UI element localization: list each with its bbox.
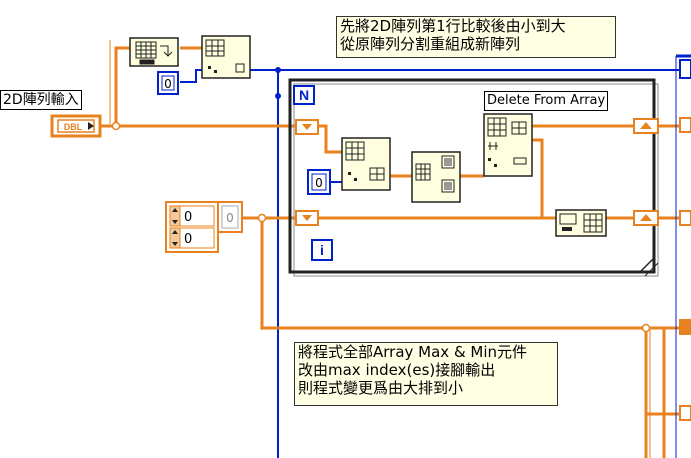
- numeric-control-value-2: 0: [184, 232, 192, 247]
- numeric-array-control[interactable]: 0 0: [165, 201, 219, 253]
- delete-from-array-label: Delete From Array: [484, 91, 609, 111]
- wire-junction: [257, 213, 267, 223]
- index-display-value: 0: [226, 211, 234, 225]
- constant-zero-inner-value: 0: [315, 176, 323, 190]
- constant-zero-top[interactable]: 0: [157, 71, 179, 95]
- loop-count-label: N: [299, 87, 309, 103]
- index-display[interactable]: 0: [217, 201, 243, 233]
- dbl-terminal-label: DBL: [64, 122, 83, 132]
- wire-junction: [275, 93, 281, 99]
- loop-iteration-label: i: [320, 242, 324, 258]
- integer-wires: [180, 69, 691, 458]
- delete-from-array-node[interactable]: [483, 113, 533, 177]
- loop-iteration-terminal[interactable]: i: [311, 239, 333, 261]
- shift-register-left-top[interactable]: [295, 119, 319, 135]
- outer-loop-frame: [675, 54, 691, 458]
- array-build-node[interactable]: [129, 37, 179, 67]
- for-loop[interactable]: [288, 78, 659, 277]
- array-max-min-node[interactable]: [411, 151, 461, 203]
- constant-zero-top-value: 0: [164, 77, 172, 91]
- shift-register-right-bottom[interactable]: [633, 210, 659, 226]
- note-top: 先將2D陣列第1行比較後由小到大 從原陣列分割重組成新陣列: [336, 16, 616, 58]
- numeric-control-value-1: 0: [184, 210, 192, 225]
- right-edge-tunnels: [679, 117, 691, 421]
- index-array-node-inner[interactable]: [341, 137, 391, 191]
- wire-junction: [111, 121, 121, 131]
- wire-junction: [275, 67, 281, 73]
- loop-count-terminal[interactable]: N: [293, 85, 315, 105]
- constant-zero-inner[interactable]: 0: [307, 169, 331, 195]
- index-array-node-top[interactable]: [201, 35, 251, 79]
- array-input-label: 2D陣列輸入: [0, 90, 82, 110]
- wire-junction: [641, 323, 651, 333]
- note-bottom: 將程式全部Array Max & Min元件 改由max index(es)接腳…: [294, 342, 558, 406]
- shift-register-right-top[interactable]: [633, 118, 659, 134]
- dbl-input-terminal[interactable]: DBL: [50, 114, 102, 138]
- shift-register-left-bottom[interactable]: [295, 210, 319, 226]
- build-array-node[interactable]: [555, 209, 607, 237]
- thin-wires: [109, 40, 651, 458]
